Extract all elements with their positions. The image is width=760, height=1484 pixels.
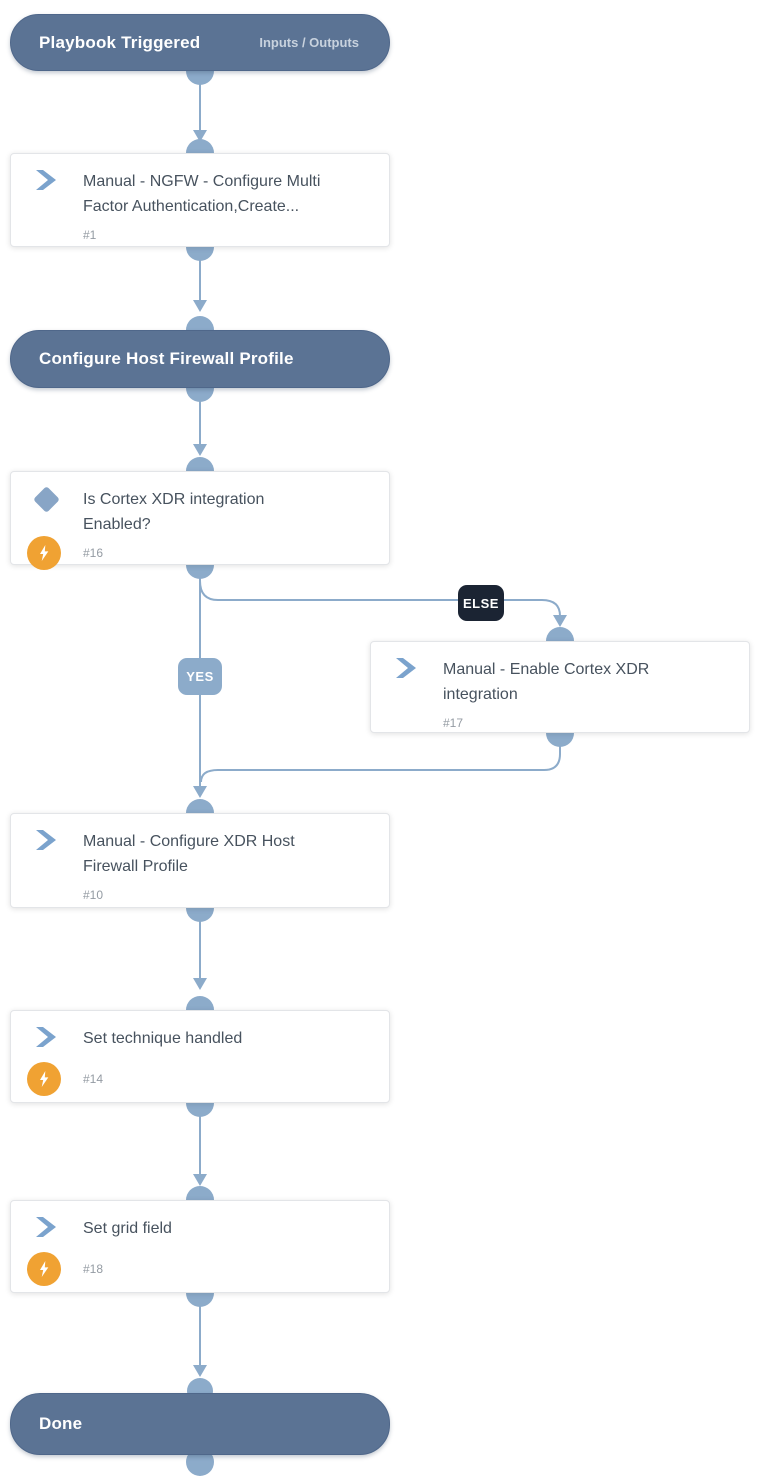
else-branch-label[interactable]: ELSE: [458, 585, 504, 621]
task-node-17[interactable]: Manual - Enable Cortex XDR integration #…: [370, 641, 750, 733]
task-node-18[interactable]: Set grid field #18: [10, 1200, 390, 1293]
task-node-10[interactable]: Manual - Configure XDR Host Firewall Pro…: [10, 813, 390, 908]
task-node-14[interactable]: Set technique handled #14: [10, 1010, 390, 1103]
task-id: #10: [83, 888, 104, 902]
manual-chevron-icon: [33, 829, 83, 851]
task-id: #1: [83, 228, 97, 242]
manual-chevron-icon: [33, 1216, 83, 1238]
task-id: #14: [83, 1072, 104, 1086]
manual-chevron-icon: [33, 1026, 83, 1048]
task-title: Set technique handled: [83, 1030, 243, 1047]
task-id: #18: [83, 1262, 104, 1276]
playbook-trigger-title: Playbook Triggered: [39, 32, 201, 52]
condition-node-16[interactable]: Is Cortex XDR integration Enabled? #16: [10, 471, 390, 570]
done-node[interactable]: Done: [10, 1393, 390, 1455]
inputs-outputs-link[interactable]: Inputs / Outputs: [259, 35, 359, 50]
section-title: Configure Host Firewall Profile: [39, 349, 294, 368]
manual-chevron-icon: [393, 657, 443, 679]
task-title: Manual - NGFW - Configure Multi Factor A…: [83, 173, 321, 215]
condition-diamond-icon: [33, 486, 83, 513]
task-id: #16: [83, 546, 104, 560]
task-title: Is Cortex XDR integration Enabled?: [83, 491, 265, 533]
task-title: Set grid field: [83, 1220, 172, 1237]
task-node-1[interactable]: Manual - NGFW - Configure Multi Factor A…: [10, 153, 390, 247]
section-node-firewall-profile[interactable]: Configure Host Firewall Profile: [10, 330, 390, 388]
lightning-icon: [27, 1252, 83, 1286]
lightning-icon: [27, 536, 83, 570]
task-id: #17: [443, 716, 464, 730]
manual-chevron-icon: [33, 169, 83, 191]
done-title: Done: [39, 1414, 83, 1433]
lightning-icon: [27, 1062, 83, 1096]
task-title: Manual - Configure XDR Host Firewall Pro…: [83, 833, 295, 875]
playbook-trigger-node[interactable]: Playbook Triggered Inputs / Outputs: [10, 14, 390, 71]
yes-branch-label[interactable]: YES: [178, 658, 222, 695]
task-title: Manual - Enable Cortex XDR integration: [443, 661, 650, 703]
